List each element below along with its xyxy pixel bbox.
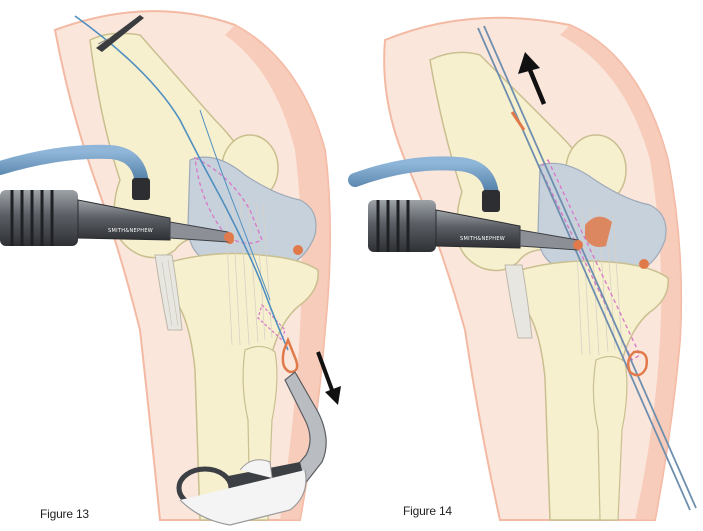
irrigation-tube bbox=[0, 144, 149, 192]
arthroscope-fig13: SMITH&NEPHEW bbox=[0, 144, 234, 246]
instrument-brand-label-2: SMITH&NEPHEW bbox=[460, 236, 505, 242]
quad-tendon-2 bbox=[504, 264, 533, 339]
figure-13-caption: Figure 13 bbox=[40, 507, 89, 521]
arrow-down-right-icon bbox=[316, 351, 341, 405]
suture-line bbox=[74, 15, 289, 351]
arthroscope-fig14: SMITH&NEPHEW bbox=[348, 156, 583, 252]
figure-14: SMITH&NEPHEW bbox=[348, 16, 697, 521]
instrument-brand-label: SMITH&NEPHEW bbox=[108, 228, 153, 234]
graft-marker-femur bbox=[293, 245, 303, 255]
irrigation-tube-2 bbox=[348, 156, 499, 203]
figure-14-caption: Figure 14 bbox=[403, 504, 452, 518]
quad-tendon bbox=[154, 254, 183, 331]
graft-marker-femur-2 bbox=[639, 259, 649, 269]
figure-13: SMITH&NEPHEW bbox=[0, 10, 341, 526]
fibula-bone-2 bbox=[592, 355, 628, 521]
needle-holder-top bbox=[96, 15, 144, 52]
graft-dashed-2 bbox=[539, 158, 641, 361]
suture-grasper bbox=[176, 336, 327, 526]
guide-wires bbox=[477, 25, 697, 511]
arrow-up-left-icon bbox=[518, 52, 547, 105]
